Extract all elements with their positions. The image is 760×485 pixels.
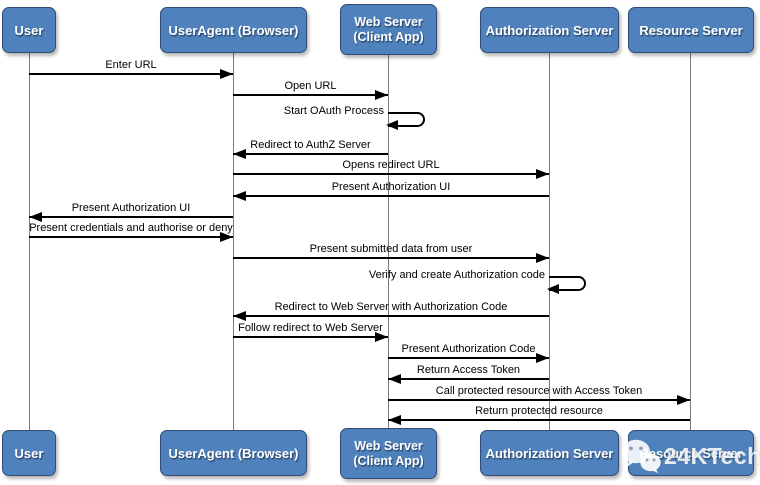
message-present-auth-ui-to-user: Present Authorization UI — [29, 202, 233, 222]
arrowhead-right-icon — [220, 69, 233, 79]
message-return-protected-resource: Return protected resource — [388, 405, 690, 425]
message-label: Redirect to Web Server with Authorizatio… — [274, 301, 508, 313]
actor-box-webserver-bottom: Web Server (Client App) — [340, 428, 437, 479]
actor-box-authserver-bottom: Authorization Server — [480, 430, 619, 476]
actor-box-authserver-top: Authorization Server — [480, 7, 619, 53]
message-label: Present Authorization UI — [71, 202, 191, 214]
message-label: Open URL — [284, 80, 337, 92]
arrowhead-left-icon — [388, 415, 401, 425]
arrowhead-left-icon — [386, 120, 398, 130]
actor-label: User — [14, 445, 44, 461]
message-line — [233, 253, 549, 263]
message-line — [29, 232, 233, 242]
arrowhead-left-icon — [547, 284, 559, 294]
message-present-auth-code: Present Authorization Code — [388, 343, 549, 363]
message-opens-redirect-url: Opens redirect URL — [233, 159, 549, 179]
message-label: Present Authorization UI — [331, 181, 451, 193]
lifeline-useragent — [233, 53, 234, 430]
actor-label: Resource Server — [639, 22, 743, 38]
message-label: Return protected resource — [475, 405, 603, 417]
message-line — [388, 415, 690, 425]
message-label: Opens redirect URL — [342, 159, 440, 171]
message-label: Follow redirect to Web Server — [238, 322, 383, 334]
selfcall-loop-authserver — [549, 276, 586, 291]
message-line — [388, 353, 549, 363]
actor-box-useragent-top: UserAgent (Browser) — [160, 7, 307, 53]
arrowhead-right-icon — [536, 169, 549, 179]
actor-label: Web Server (Client App) — [353, 438, 424, 468]
actor-box-resourceserver-bottom: Resource Server — [628, 430, 754, 476]
message-present-submitted-data: Present submitted data from user — [233, 243, 549, 263]
message-follow-redirect: Follow redirect to Web Server — [233, 322, 388, 342]
actor-box-resourceserver-top: Resource Server — [628, 7, 754, 53]
message-line — [388, 374, 549, 384]
actor-label: UserAgent (Browser) — [168, 445, 299, 461]
arrowhead-left-icon — [233, 149, 246, 159]
arrowhead-right-icon — [220, 232, 233, 242]
arrowhead-right-icon — [375, 90, 388, 100]
lifeline-user — [29, 53, 30, 430]
message-line — [233, 311, 549, 321]
message-present-credentials: Present credentials and authorise or den… — [29, 222, 233, 242]
actor-box-user-bottom: User — [2, 430, 56, 476]
arrowhead-right-icon — [536, 353, 549, 363]
actor-label: Authorization Server — [485, 445, 614, 461]
message-line — [233, 149, 388, 159]
message-line — [233, 332, 388, 342]
message-line — [29, 212, 233, 222]
message-line — [233, 191, 549, 201]
message-line — [233, 90, 388, 100]
message-call-protected-resource: Call protected resource with Access Toke… — [388, 385, 690, 405]
message-open-url: Open URL — [233, 80, 388, 100]
message-line — [233, 169, 549, 179]
message-line — [29, 69, 233, 79]
arrowhead-right-icon — [375, 332, 388, 342]
actor-box-useragent-bottom: UserAgent (Browser) — [160, 430, 307, 476]
arrowhead-left-icon — [388, 374, 401, 384]
message-label: Present credentials and authorise or den… — [29, 222, 233, 234]
selfcall-label: Verify and create Authorization code — [368, 269, 545, 281]
actor-box-user-top: User — [2, 7, 56, 53]
message-return-access-token: Return Access Token — [388, 364, 549, 384]
lifeline-resourceserver — [690, 53, 691, 430]
arrowhead-right-icon — [536, 253, 549, 263]
lifeline-webserver — [388, 53, 389, 430]
message-label: Present Authorization Code — [401, 343, 536, 355]
actor-box-webserver-top: Web Server (Client App) — [340, 4, 437, 55]
message-label: Redirect to AuthZ Server — [250, 139, 371, 151]
actor-label: Web Server (Client App) — [353, 14, 424, 44]
message-redirect-authz: Redirect to AuthZ Server — [233, 139, 388, 159]
actor-label: Resource Server — [639, 445, 743, 461]
arrowhead-left-icon — [233, 311, 246, 321]
selfcall-loop-webserver — [388, 112, 425, 127]
message-label: Present submitted data from user — [309, 243, 473, 255]
arrowhead-left-icon — [233, 191, 246, 201]
actor-label: User — [14, 22, 44, 38]
actor-label: UserAgent (Browser) — [168, 22, 299, 38]
selfcall-label: Start OAuth Process — [283, 105, 384, 117]
arrowhead-left-icon — [29, 212, 42, 222]
message-redirect-with-code: Redirect to Web Server with Authorizatio… — [233, 301, 549, 321]
message-label: Return Access Token — [416, 364, 521, 376]
message-present-auth-ui-to-useragent: Present Authorization UI — [233, 181, 549, 201]
message-enter-url: Enter URL — [29, 59, 233, 79]
message-line — [388, 395, 690, 405]
arrowhead-right-icon — [677, 395, 690, 405]
message-label: Call protected resource with Access Toke… — [435, 385, 643, 397]
lifeline-authserver — [549, 53, 550, 430]
message-label: Enter URL — [105, 59, 157, 71]
actor-label: Authorization Server — [485, 22, 614, 38]
